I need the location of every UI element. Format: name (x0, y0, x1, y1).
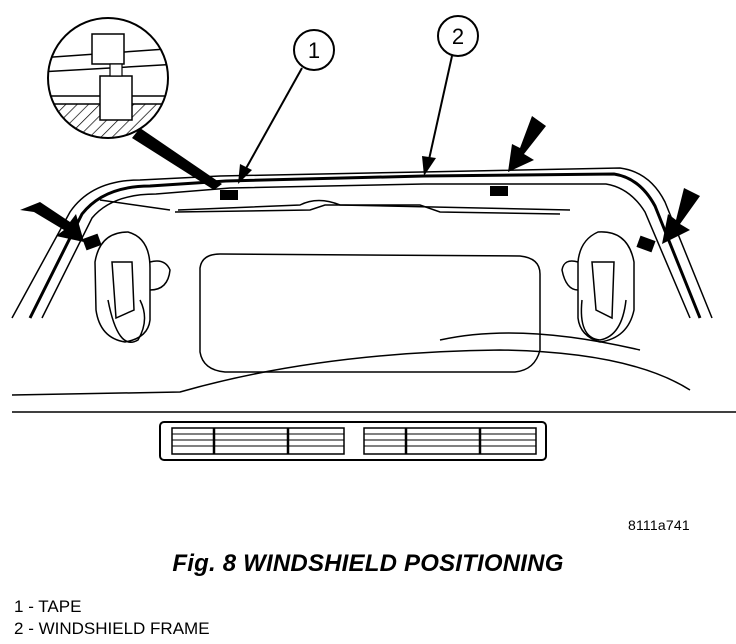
arrow-icon (662, 188, 700, 244)
right-sun-visor (561, 231, 635, 343)
callout-1: 1 (238, 29, 335, 184)
legend: 1 - TAPE 2 - WINDSHIELD FRAME (14, 596, 210, 640)
legend-number: 2 (14, 619, 24, 638)
tape-piece (220, 190, 238, 200)
tape-piece (490, 186, 508, 196)
rearview-mirror (199, 253, 541, 373)
legend-label: TAPE (38, 597, 82, 616)
callout-number: 2 (452, 24, 464, 49)
arrow-icon (20, 202, 84, 242)
tape-pointer-arrows (20, 116, 700, 244)
tape-piece (636, 235, 656, 253)
left-sun-visor (94, 231, 171, 343)
callout-2: 2 (422, 15, 479, 176)
dashboard (11, 199, 736, 413)
callout-number: 1 (308, 38, 320, 63)
figure-code: 8111a741 (628, 517, 690, 533)
figure-caption: Fig. 8 WINDSHIELD POSITIONING (172, 550, 564, 577)
windshield-frame (11, 167, 713, 319)
legend-item: 1 - TAPE (14, 597, 82, 616)
tape-piece (82, 233, 102, 251)
legend-label: WINDSHIELD FRAME (38, 619, 210, 638)
tape-detail-inset (47, 17, 222, 190)
arrow-icon (508, 116, 546, 172)
tape-pieces (82, 186, 656, 253)
legend-item: 2 - WINDSHIELD FRAME (14, 619, 210, 638)
defroster-vents (159, 421, 547, 461)
legend-number: 1 (14, 597, 24, 616)
windshield-diagram: 1 2 (11, 15, 736, 461)
